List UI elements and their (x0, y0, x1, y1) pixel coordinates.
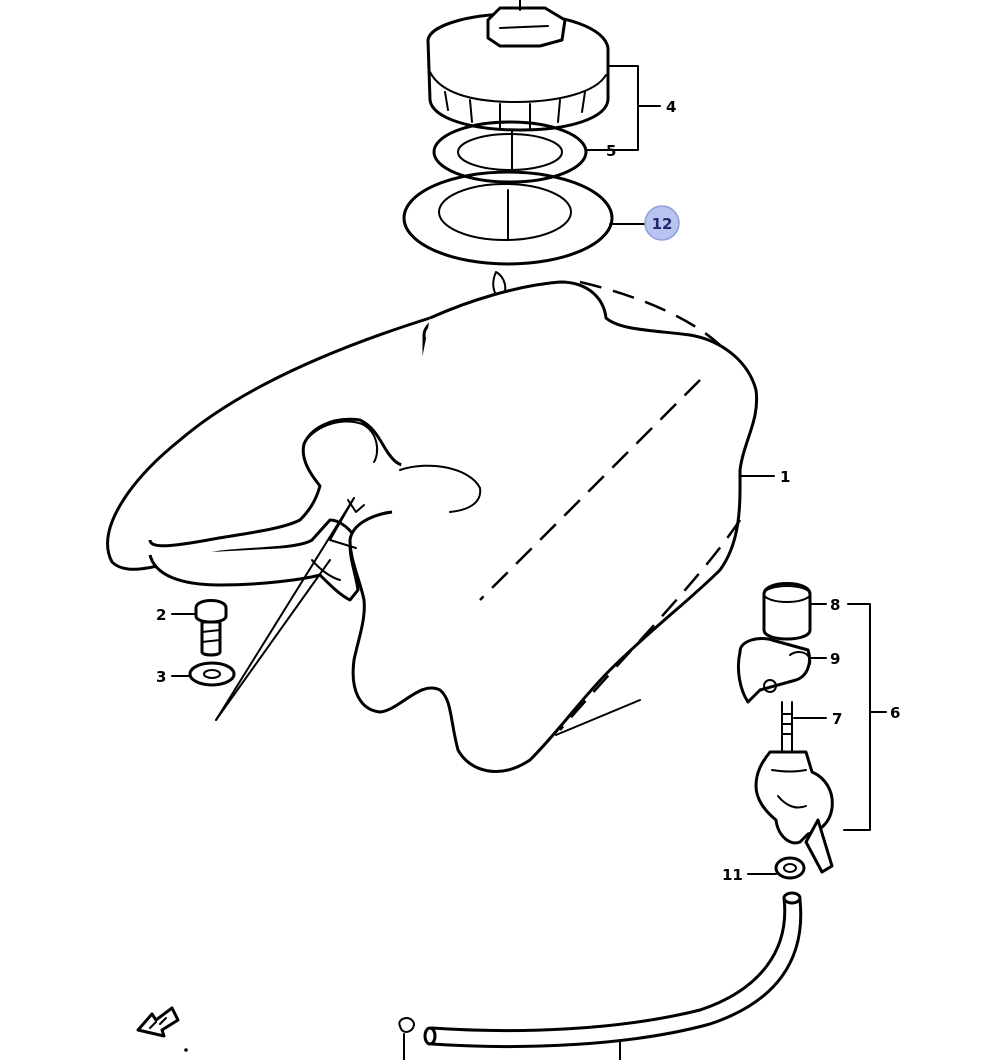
front-direction-arrow-icon (136, 1006, 188, 1052)
bolt-part-2[interactable] (194, 599, 228, 657)
fuel-cap-part[interactable] (426, 0, 610, 132)
callout-7[interactable]: 7 (832, 710, 842, 728)
callout-3[interactable]: 3 (156, 668, 166, 686)
filler-ring-part-12[interactable] (402, 170, 614, 266)
clamp-part-9[interactable] (736, 637, 812, 704)
fuel-hose[interactable] (423, 891, 803, 1060)
fuel-cock-assembly-part-6[interactable] (736, 582, 834, 874)
o-ring-part-11[interactable] (774, 856, 806, 880)
fuel-tank-part-1[interactable] (106, 280, 759, 773)
pipe-part-7[interactable] (781, 701, 793, 753)
callout-12[interactable]: 12 (652, 215, 673, 233)
callout-leaders (171, 65, 887, 875)
callout-labels: 4 5 12 1 2 3 8 9 7 6 11 (156, 98, 900, 884)
callout-6[interactable]: 6 (890, 704, 900, 722)
mounting-guide-lines (215, 497, 641, 736)
callout-4[interactable]: 4 (666, 98, 676, 116)
callout-5[interactable]: 5 (606, 142, 616, 160)
callout-9[interactable]: 9 (830, 650, 840, 668)
washer-part-3[interactable] (188, 661, 236, 687)
callout-2[interactable]: 2 (156, 606, 166, 624)
callout-12-highlight[interactable]: 12 (644, 205, 680, 241)
filter-part-8[interactable] (762, 582, 812, 641)
hose-clip[interactable] (398, 1017, 415, 1060)
callout-1[interactable]: 1 (780, 468, 790, 486)
cap-gasket-part-5[interactable] (432, 120, 588, 184)
callout-8[interactable]: 8 (830, 596, 840, 614)
callout-11[interactable]: 11 (722, 866, 743, 884)
